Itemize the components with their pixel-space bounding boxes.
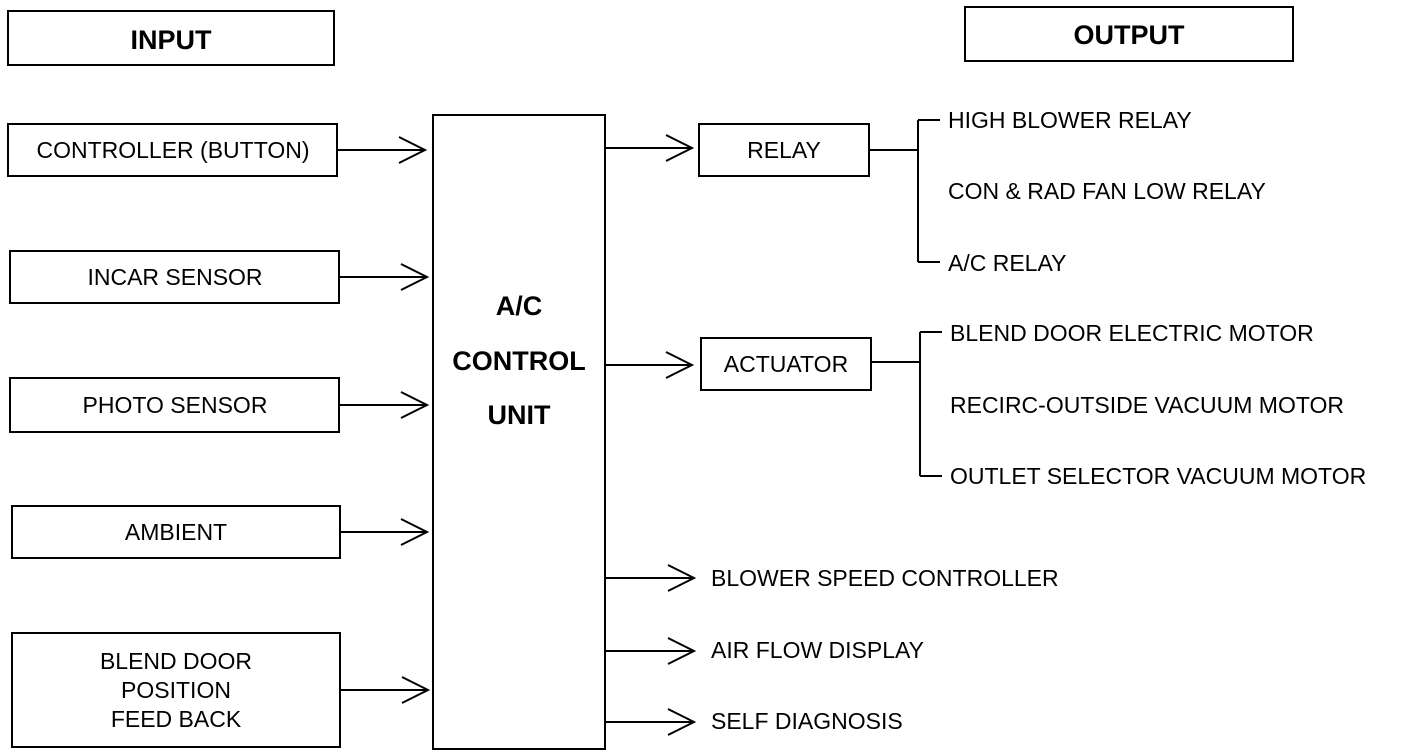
actuator-item-blend-door-motor: BLEND DOOR ELECTRIC MOTOR bbox=[950, 320, 1314, 346]
relay-branch: RELAY HIGH BLOWER RELAY CON & RAD FAN LO… bbox=[605, 107, 1266, 276]
input-header-label: INPUT bbox=[131, 25, 213, 55]
output-air-flow-display: AIR FLOW DISPLAY bbox=[711, 637, 924, 663]
input-header: INPUT bbox=[7, 10, 335, 66]
output-header: OUTPUT bbox=[964, 6, 1294, 62]
input-arrows bbox=[337, 136, 431, 704]
input-ambient: AMBIENT bbox=[11, 505, 341, 559]
relay-item-ac-relay: A/C RELAY bbox=[948, 250, 1066, 276]
input-ambient-label: AMBIENT bbox=[125, 519, 227, 545]
output-blower-speed-controller: BLOWER SPEED CONTROLLER bbox=[711, 565, 1059, 591]
input-photo-label: PHOTO SENSOR bbox=[83, 392, 268, 418]
input-photo-sensor: PHOTO SENSOR bbox=[9, 377, 340, 433]
input-blend-line-3: FEED BACK bbox=[111, 706, 242, 732]
relay-box bbox=[698, 123, 870, 177]
output-header-label: OUTPUT bbox=[1074, 20, 1186, 50]
ac-control-unit: A/C CONTROL UNIT bbox=[432, 114, 606, 750]
input-incar-label: INCAR SENSOR bbox=[87, 264, 262, 290]
relay-item-high-blower: HIGH BLOWER RELAY bbox=[948, 107, 1192, 133]
control-unit-line-1: A/C bbox=[496, 291, 543, 321]
relay-item-con-rad-fan: CON & RAD FAN LOW RELAY bbox=[948, 178, 1266, 204]
input-blend-line-2: POSITION bbox=[121, 677, 231, 703]
actuator-box bbox=[700, 337, 872, 391]
input-blend-line-1: BLEND DOOR bbox=[100, 648, 252, 674]
control-unit-line-3: UNIT bbox=[488, 400, 551, 430]
relay-label: RELAY bbox=[747, 137, 821, 163]
input-controller-label: CONTROLLER (BUTTON) bbox=[36, 137, 309, 163]
output-self-diagnosis: SELF DIAGNOSIS bbox=[711, 708, 903, 734]
direct-outputs: BLOWER SPEED CONTROLLER AIR FLOW DISPLAY… bbox=[605, 564, 1059, 736]
input-incar-sensor: INCAR SENSOR bbox=[9, 250, 340, 304]
input-controller-button: CONTROLLER (BUTTON) bbox=[7, 123, 338, 177]
actuator-item-outlet-selector-motor: OUTLET SELECTOR VACUUM MOTOR bbox=[950, 463, 1366, 489]
control-unit-line-2: CONTROL bbox=[452, 346, 585, 376]
input-blend-door-feedback: BLEND DOOR POSITION FEED BACK bbox=[11, 632, 341, 748]
actuator-label: ACTUATOR bbox=[724, 351, 848, 377]
actuator-branch: ACTUATOR BLEND DOOR ELECTRIC MOTOR RECIR… bbox=[605, 320, 1366, 489]
actuator-item-recirc-vacuum-motor: RECIRC-OUTSIDE VACUUM MOTOR bbox=[950, 392, 1344, 418]
